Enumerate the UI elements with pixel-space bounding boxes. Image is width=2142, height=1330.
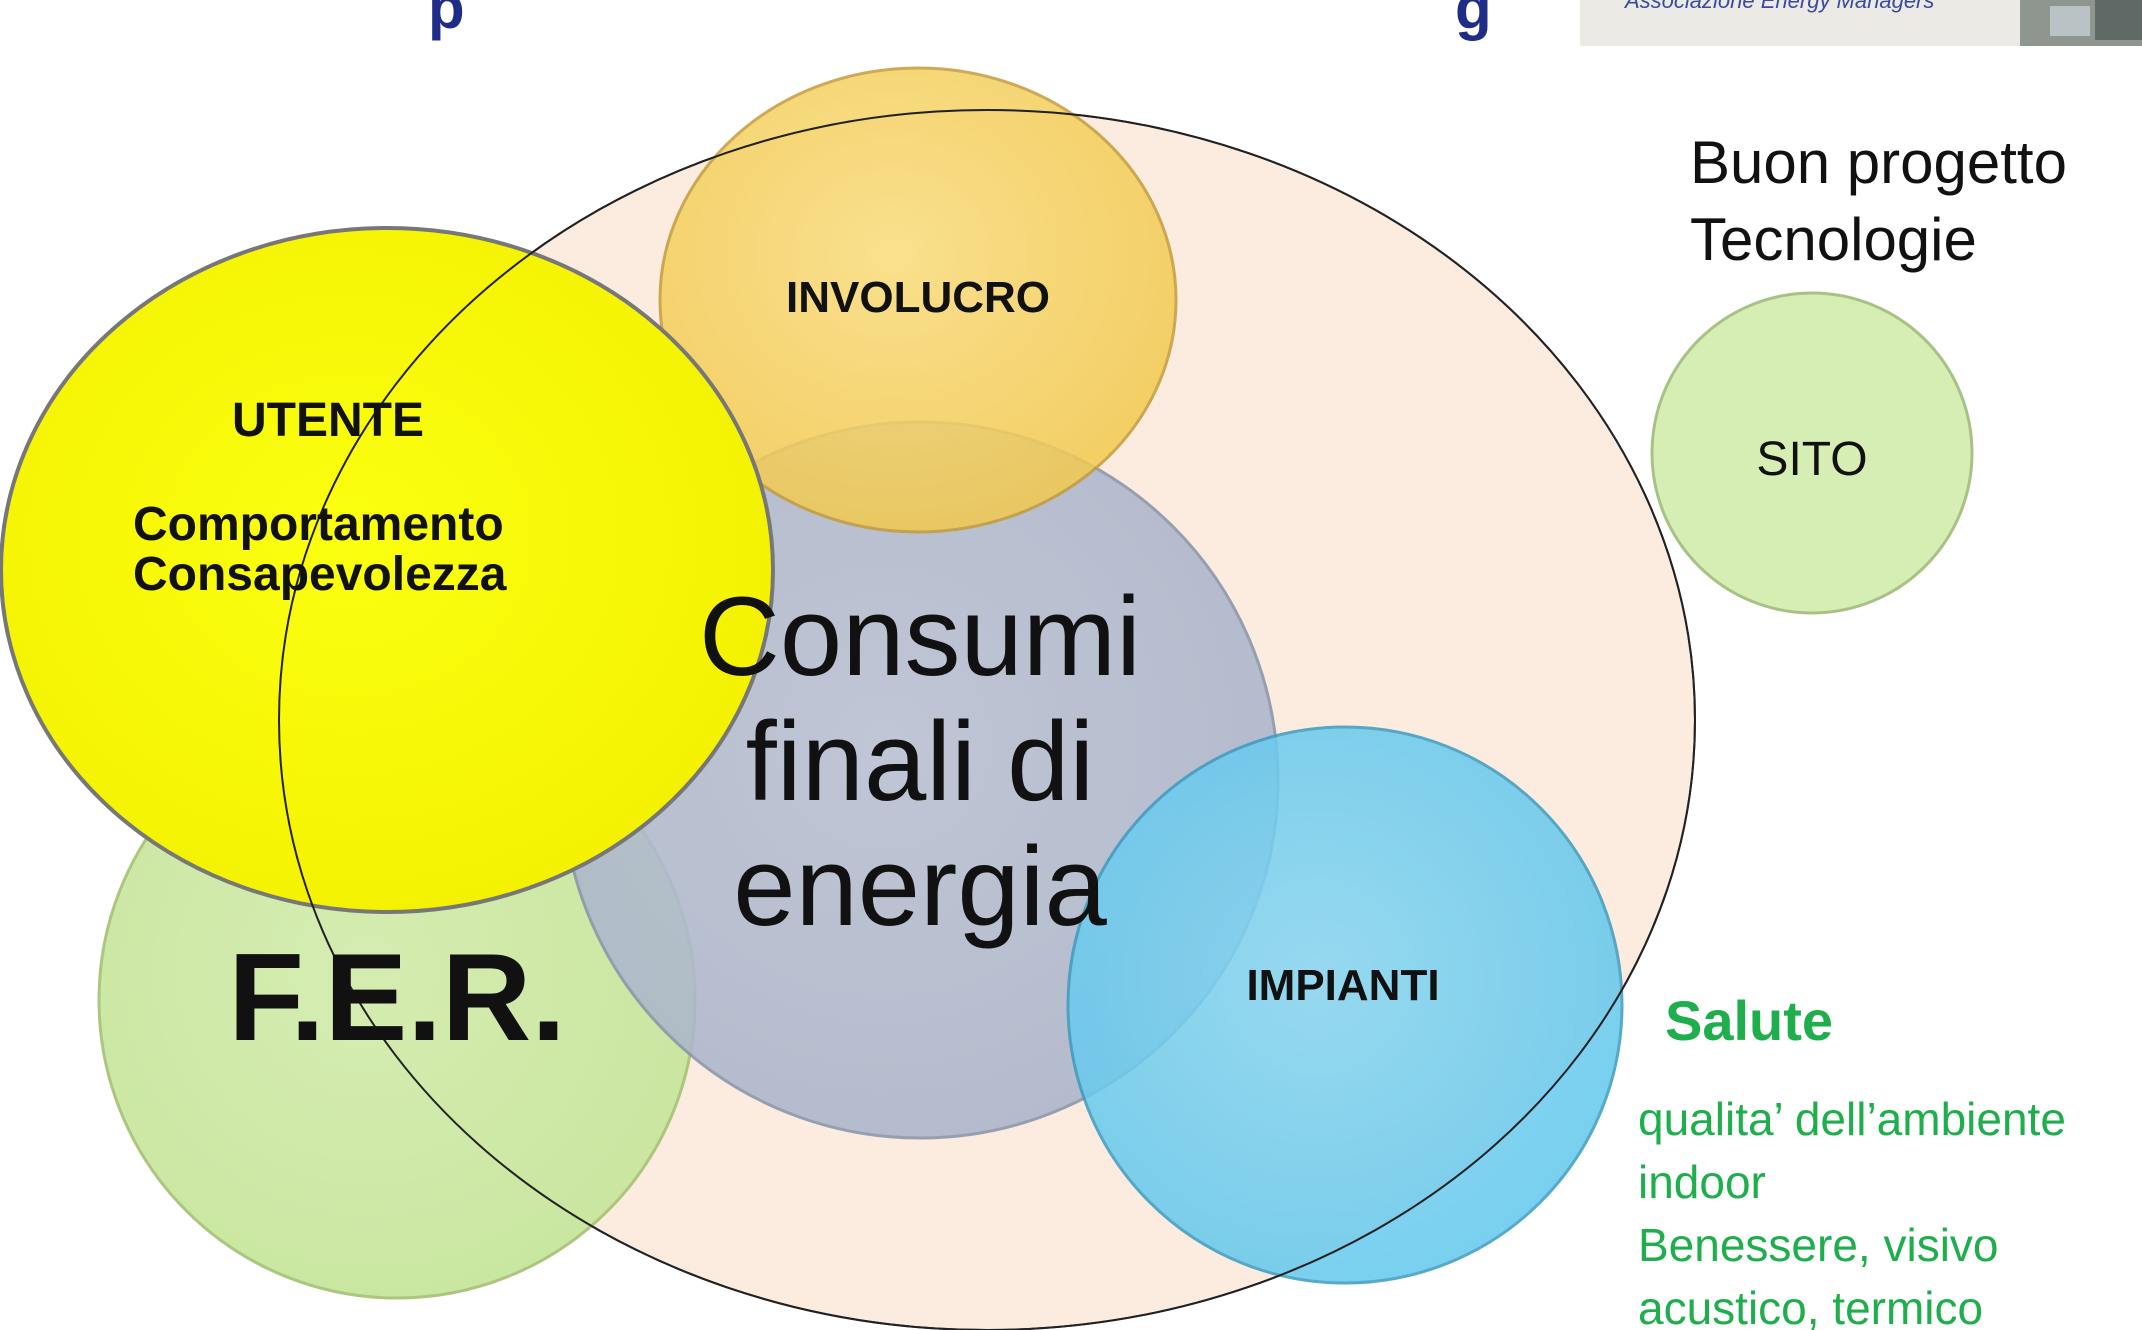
center-line-1: Consumi: [699, 574, 1141, 699]
progetto-line-2: Tecnologie: [1690, 206, 1977, 273]
sito-circle: [1650, 291, 1974, 615]
context-ellipse-outline: [278, 109, 1696, 1330]
progetto-line-1: Buon progetto: [1690, 129, 2067, 196]
utente-circle: [0, 226, 775, 914]
fer-label: F.E.R.: [228, 929, 566, 1067]
logo-caption: Associazione Energy Managers: [1623, 0, 1934, 13]
salute-line-3: Benessere, visivo: [1638, 1219, 1999, 1271]
logo-image: Associazione Energy Managers: [1580, 0, 2142, 46]
involucro-circle: [658, 66, 1178, 534]
utente-line-1: Comportamento: [133, 498, 504, 551]
salute-title: Salute: [1665, 989, 1833, 1052]
center-line-3: energia: [733, 824, 1107, 949]
sito-label: SITO: [1756, 433, 1867, 486]
utente-title: UTENTE: [232, 394, 424, 447]
utente-line-2: Consapevolezza: [133, 548, 507, 601]
center-line-2: finali di: [746, 699, 1095, 824]
header-fragment-right: g: [1455, 0, 1492, 41]
impianti-circle: [1066, 725, 1624, 1285]
salute-line-2: indoor: [1638, 1156, 1766, 1208]
impianti-label: IMPIANTI: [1246, 961, 1439, 1010]
header-fragment-left: p: [428, 0, 465, 41]
involucro-label: INVOLUCRO: [786, 273, 1050, 322]
salute-line-4: acustico, termico: [1638, 1282, 1983, 1330]
salute-line-1: qualita’ dell’ambiente: [1638, 1093, 2066, 1145]
